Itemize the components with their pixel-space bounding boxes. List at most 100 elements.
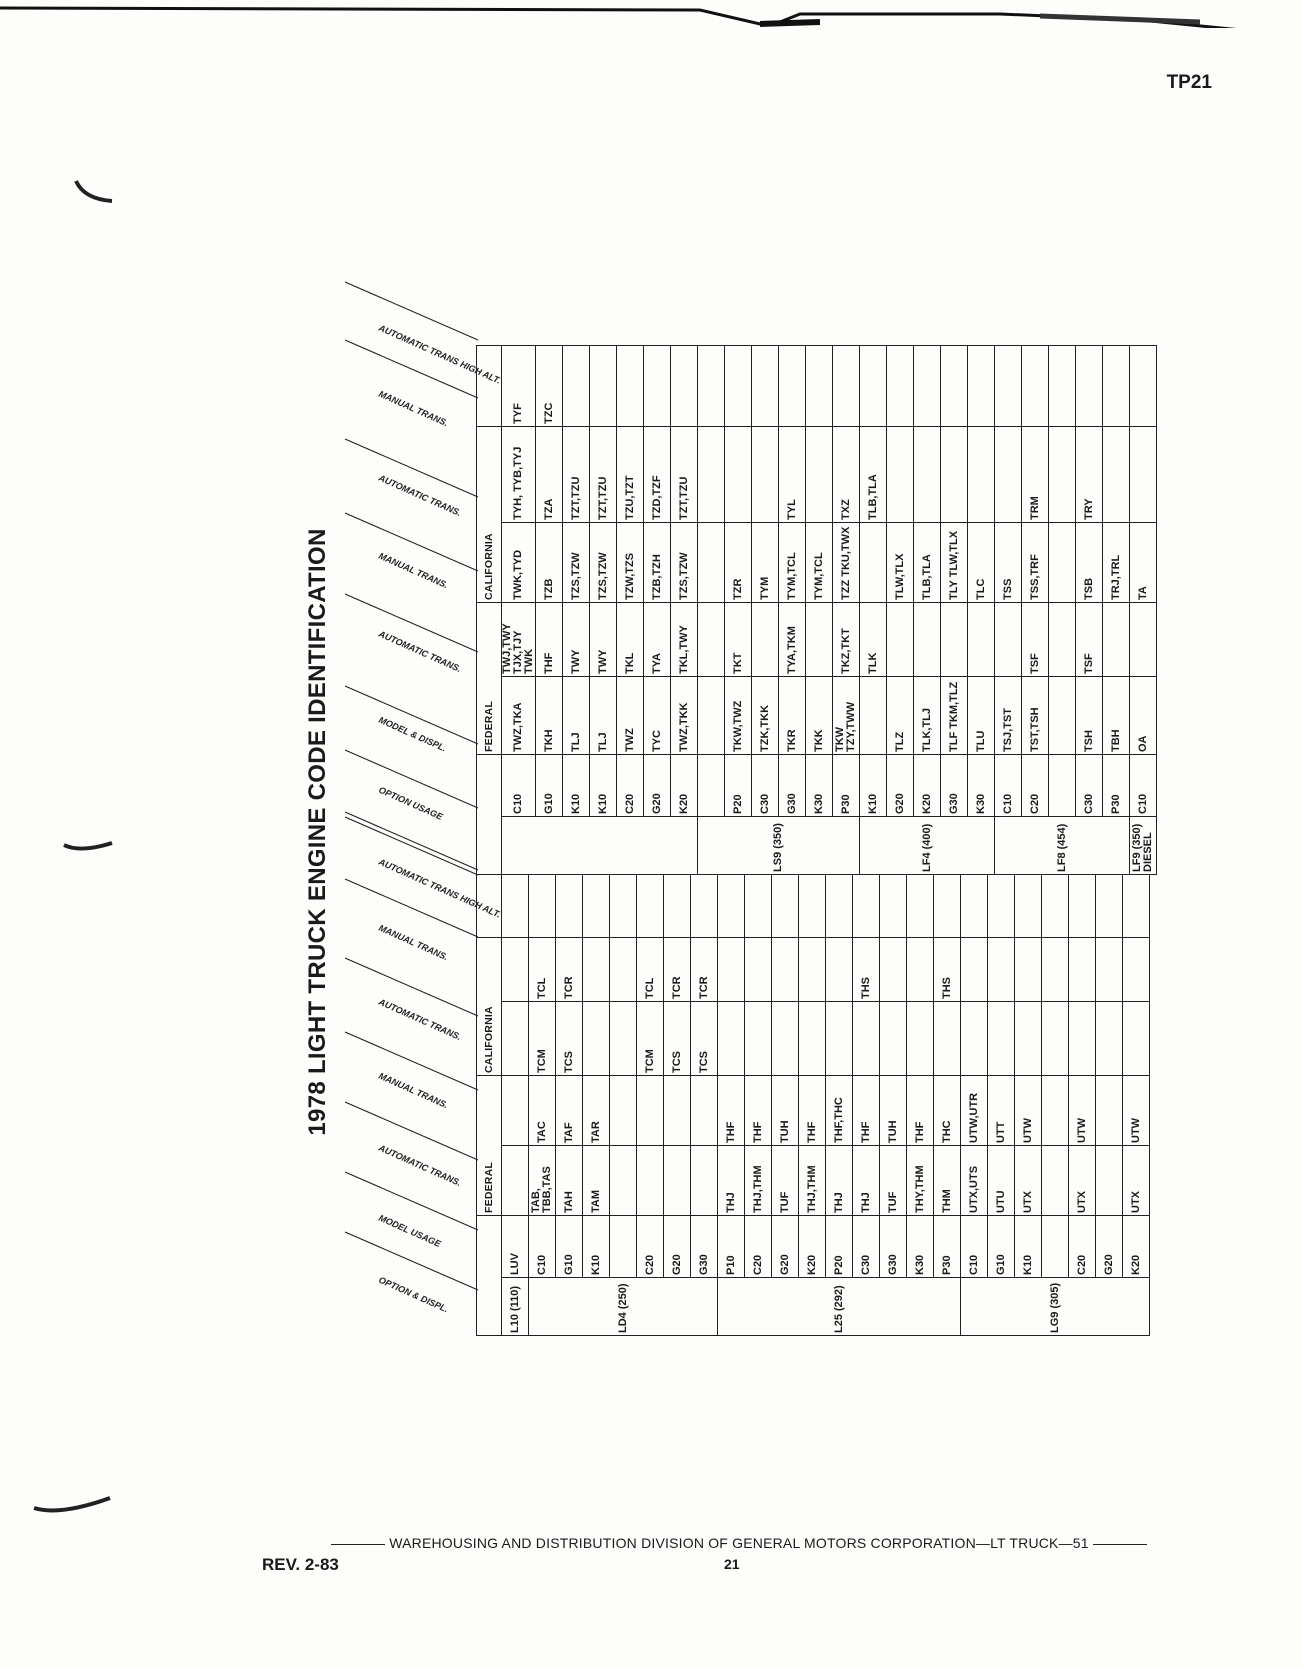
code-cell [1122,874,1150,938]
footer-division-line: WAREHOUSING AND DISTRIBUTION DIVISION OF… [264,1535,1214,1551]
code-cell [805,345,833,427]
code-cell: TCL [528,937,556,1002]
code-cell: TYA [643,602,671,677]
code-cell [940,602,968,677]
code-cell [859,522,887,603]
code-cell [717,874,745,938]
model-cell: P30 [933,1215,961,1278]
code-cell [609,937,637,1002]
code-cell: THF [852,1075,880,1146]
hdr-upper-automatic-cal: AUTOMATIC TRANS. [376,472,462,518]
model-cell: C30 [852,1215,880,1278]
model-cell: LUV [501,1215,529,1278]
model-cell: C20 [616,754,644,817]
code-cell: THY,THM [906,1145,934,1216]
code-cell [960,937,988,1002]
hdr-lower-automatic-fed: AUTOMATIC TRANS. [376,1142,462,1188]
code-cell: TYL [778,426,806,523]
code-cell [589,345,617,427]
code-cell: TWZ,TKK [670,676,698,755]
model-cell: C30 [1075,754,1103,817]
code-cell [636,1075,664,1146]
code-cell: UTW,UTR [960,1075,988,1146]
code-cell [1095,1075,1123,1146]
code-cell [967,426,995,523]
code-cell: TKZ,TKT [832,602,860,677]
code-cell: TAR [582,1075,610,1146]
code-cell [940,345,968,427]
code-cell [960,874,988,938]
code-cell: UTX [1068,1145,1096,1216]
code-cell [913,426,941,523]
code-cell: TLC [967,522,995,603]
code-cell [1048,426,1076,523]
code-cell [778,345,806,427]
code-cell [1122,1001,1150,1076]
code-cell: TCS [555,1001,583,1076]
code-cell [994,345,1022,427]
code-cell: THF [906,1075,934,1146]
model-cell: G20 [643,754,671,817]
code-cell [582,937,610,1002]
code-cell: TKW TZY,TWW [832,676,860,755]
code-cell [913,345,941,427]
code-cell: THF [717,1075,745,1146]
model-cell: K30 [967,754,995,817]
header-high-altitude-blank [476,345,502,427]
model-cell: G30 [940,754,968,817]
code-cell [960,1001,988,1076]
code-cell: TYM,TCL [778,522,806,603]
code-cell: TUH [879,1075,907,1146]
hdr-lower-option-displacement: OPTION & DISPL. [377,1275,450,1315]
code-cell: TCM [636,1001,664,1076]
model-cell: K30 [906,1215,934,1278]
code-cell [798,1001,826,1076]
code-cell: TWY [562,602,590,677]
code-cell: THJ,THM [744,1145,772,1216]
code-cell [879,1001,907,1076]
code-cell: TYC [643,676,671,755]
code-cell [751,602,779,677]
model-cell: G30 [690,1215,718,1278]
code-cell: TRY [1075,426,1103,523]
code-cell: TZD,TZF [643,426,671,523]
code-cell [501,1075,529,1146]
code-cell [744,937,772,1002]
code-cell [663,1075,691,1146]
code-cell [879,937,907,1002]
hdr-lower-automatic-cal: AUTOMATIC TRANS. [376,996,462,1042]
code-cell [886,426,914,523]
code-cell: THF [535,602,563,677]
code-cell: TYH, TYB,TYJ [501,426,536,523]
code-cell [852,1001,880,1076]
table-row: LS9 (350) [697,345,860,875]
model-cell: P30 [1102,754,1130,817]
code-cell: TZA [535,426,563,523]
code-cell [744,874,772,938]
code-cell: TCS [663,1001,691,1076]
code-cell [643,345,671,427]
code-cell [609,1075,637,1146]
code-cell [1102,426,1130,523]
code-cell [616,345,644,427]
code-cell: TCR [663,937,691,1002]
code-cell [663,1145,691,1216]
code-cell: TLK,TLJ [913,676,941,755]
code-cell [1041,1001,1069,1076]
table-row [609,874,637,1335]
code-cell [994,602,1022,677]
code-cell [670,345,698,427]
